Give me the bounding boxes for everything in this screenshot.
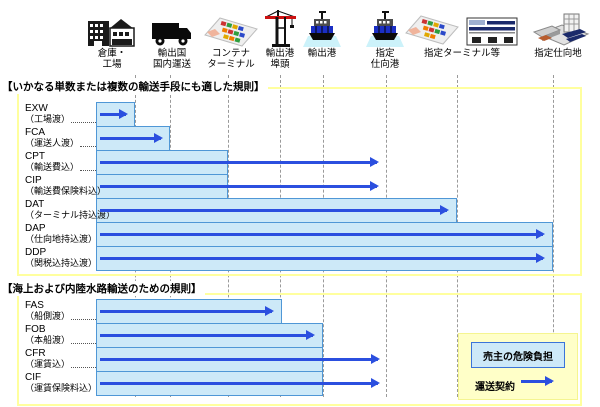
carriage-arrow-cif	[100, 378, 385, 389]
carriage-arrow-fca	[100, 133, 168, 144]
label-cpt: CPT（輸送費込）	[25, 151, 96, 173]
station-label-line: 指定仕向地	[534, 48, 582, 59]
dotted-leader	[71, 343, 96, 344]
label-dap: DAP（仕向地持込渡）	[25, 223, 98, 245]
term-code-ddp: DDP	[25, 247, 47, 258]
term-name-text: （運賃保険料込）	[25, 383, 98, 393]
term-code-cfr: CFR	[25, 348, 46, 359]
complex-icon	[488, 6, 600, 48]
station-designated-destination-place: 指定仕向地	[488, 6, 600, 59]
station-label-line: コンテナ	[211, 48, 250, 59]
station-label-line: 埠頭	[270, 59, 290, 70]
term-name-text: （輸送費保険料込）	[25, 186, 107, 196]
station-label-line: 指定	[375, 48, 395, 59]
carriage-arrow-cfr	[100, 354, 385, 365]
section-title-any-mode: 【いかなる単数または複数の輸送手段にも適した規則】	[2, 79, 268, 94]
crane-icon	[210, 6, 350, 48]
carriage-arrow-fob	[100, 330, 320, 341]
term-name-cfr: （運賃込）	[25, 359, 96, 370]
dotted-leader	[71, 122, 96, 123]
legend-seller-risk: 売主の危険負担	[471, 342, 565, 368]
dotted-leader	[71, 367, 96, 368]
carriage-arrow-exw	[100, 109, 133, 120]
term-code-cif: CIF	[25, 372, 42, 383]
carriage-arrow-fas	[100, 306, 279, 317]
carriage-arrow-cpt	[100, 157, 384, 168]
dotted-leader	[71, 319, 96, 320]
station-export-port-wharf: 輸出港埠頭	[210, 6, 350, 70]
term-name-text: （運賃込）	[25, 359, 71, 369]
ship-icon	[315, 6, 455, 48]
station-export-port: 輸出港	[252, 6, 392, 59]
yard-building-icon	[392, 6, 532, 48]
station-warehouse-factory: 倉庫・工場	[42, 6, 182, 70]
term-code-fob: FOB	[25, 324, 46, 335]
label-ddp: DDP（関税込持込渡）	[25, 247, 98, 269]
term-name-text: （船側渡）	[25, 311, 71, 321]
term-name-text: （仕向地持込渡）	[25, 234, 98, 244]
station-label-line: 輸出港	[265, 48, 295, 59]
term-name-fas: （船側渡）	[25, 311, 96, 322]
station-label-line: ターミナル	[207, 59, 255, 70]
term-code-cpt: CPT	[25, 151, 45, 162]
legend-carriage-contract: 運送契約	[475, 382, 515, 393]
label-fob: FOB（本船渡）	[25, 324, 96, 346]
term-name-cpt: （輸送費込）	[25, 162, 96, 173]
label-cfr: CFR（運賃込）	[25, 348, 96, 370]
label-dat: DAT（ターミナル持込渡）	[25, 199, 115, 221]
dotted-leader	[80, 170, 96, 171]
term-name-fca: （運送人渡）	[25, 138, 96, 149]
station-designated-destination-port: 指定仕向港	[315, 6, 455, 70]
station-label-line: 輸出国	[157, 48, 187, 59]
section-box-sea-inland-waterway	[17, 293, 582, 406]
station-designated-terminal: 指定ターミナル等	[392, 6, 532, 59]
station-label-line: 仕向港	[370, 59, 400, 70]
term-code-exw: EXW	[25, 103, 48, 114]
ship-icon	[252, 6, 392, 48]
station-export-domestic-transport: 輸出国国内運送	[102, 6, 242, 70]
station-label-line: 国内運送	[152, 59, 191, 70]
term-code-fas: FAS	[25, 300, 44, 311]
term-name-exw: （工場渡）	[25, 114, 96, 125]
term-name-dap: （仕向地持込渡）	[25, 234, 98, 245]
label-exw: EXW（工場渡）	[25, 103, 96, 125]
term-name-text: （ターミナル持込渡）	[25, 210, 116, 220]
term-code-fca: FCA	[25, 127, 45, 138]
station-label-line: 輸出港	[307, 48, 337, 59]
carriage-arrow-ddp	[100, 253, 550, 264]
section-box-any-mode	[17, 87, 582, 276]
term-code-dap: DAP	[25, 223, 46, 234]
section-title-sea-inland-waterway: 【海上および内陸水路輸送のための規則】	[2, 281, 205, 296]
label-fca: FCA（運送人渡）	[25, 127, 96, 149]
station-container-terminal: コンテナターミナル	[161, 6, 301, 70]
label-cip: CIP（輸送費保険料込）	[25, 175, 106, 197]
term-name-dat: （ターミナル持込渡）	[25, 210, 115, 221]
term-name-fob: （本船渡）	[25, 335, 96, 346]
yard-icon	[161, 6, 301, 48]
term-name-text: （工場渡）	[25, 114, 71, 124]
term-code-cip: CIP	[25, 175, 42, 186]
factory-icon	[42, 6, 182, 48]
dotted-leader	[80, 146, 96, 147]
label-fas: FAS（船側渡）	[25, 300, 96, 322]
gridline-designated-destination-place	[553, 75, 554, 397]
term-code-dat: DAT	[25, 199, 45, 210]
term-name-text: （本船渡）	[25, 335, 71, 345]
truck-icon	[102, 6, 242, 48]
carriage-arrow-cip	[100, 181, 384, 192]
term-name-cif: （運賃保険料込）	[25, 383, 98, 394]
carriage-arrow-dat	[100, 205, 454, 216]
legend-box: 売主の危険負担 運送契約	[458, 333, 578, 400]
term-name-ddp: （関税込持込渡）	[25, 258, 98, 269]
label-cif: CIF（運賃保険料込）	[25, 372, 98, 394]
term-name-cip: （輸送費保険料込）	[25, 186, 106, 197]
term-name-text: （運送人渡）	[25, 138, 80, 148]
carriage-arrow-dap	[100, 229, 550, 240]
station-label-line: 指定ターミナル等	[423, 48, 500, 59]
legend-carriage-arrow-icon	[521, 376, 559, 387]
station-label-line: 倉庫・	[97, 48, 127, 59]
term-name-text: （関税込持込渡）	[25, 258, 98, 268]
term-name-text: （輸送費込）	[25, 162, 80, 172]
station-label-line: 工場	[102, 59, 122, 70]
